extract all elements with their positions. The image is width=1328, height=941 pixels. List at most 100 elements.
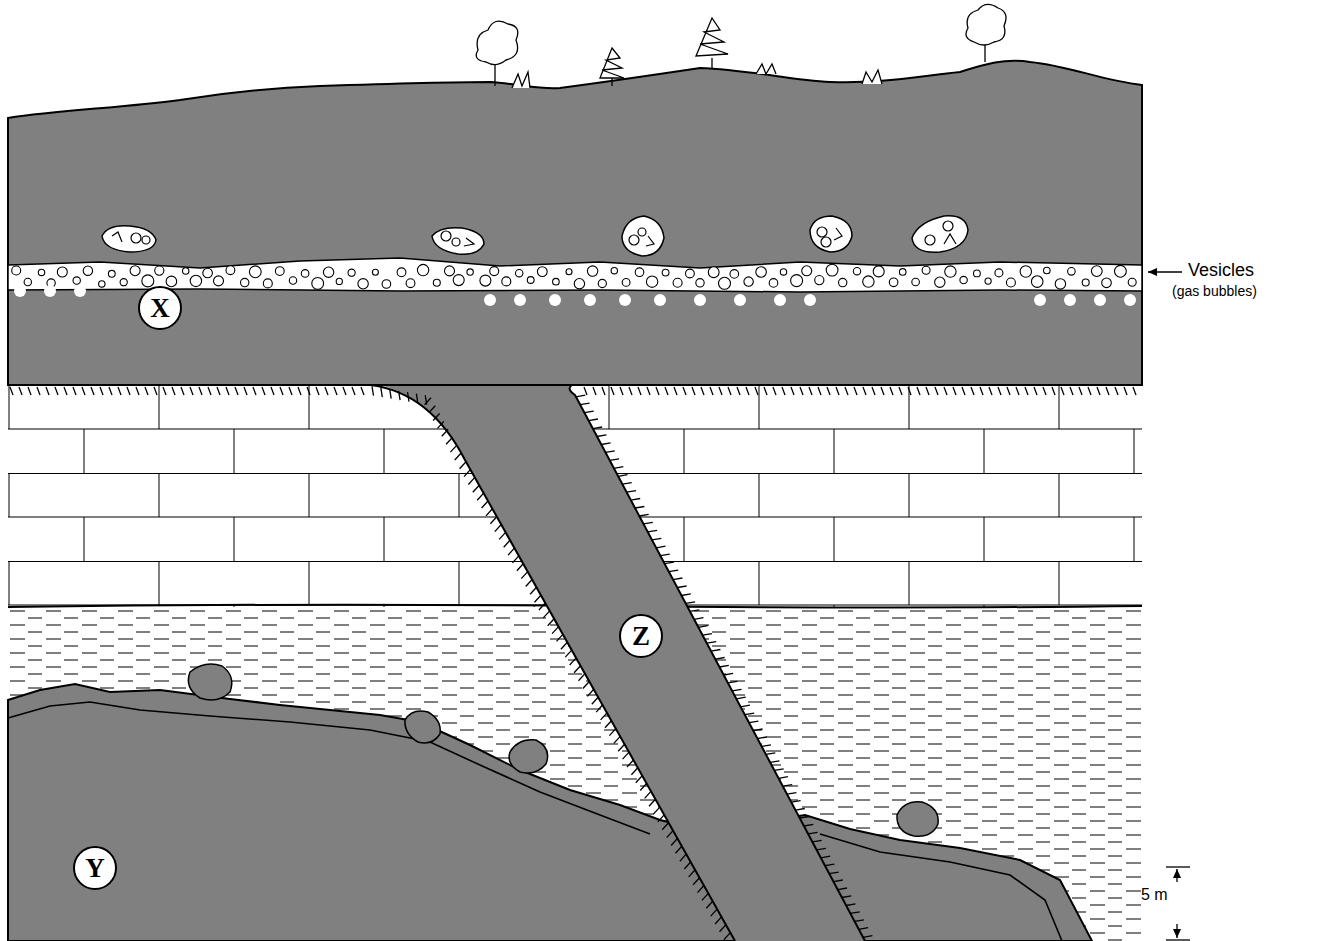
hatch-tick — [343, 387, 346, 395]
hatch-tick — [1097, 387, 1100, 395]
hatch-tick — [728, 387, 731, 395]
vesicle — [166, 276, 177, 287]
vesicle — [73, 277, 80, 284]
hatch-tick — [495, 525, 501, 532]
hatch-tick — [649, 799, 655, 806]
hatch-tick — [779, 777, 788, 779]
hatch-tick — [728, 681, 737, 683]
hatch-tick — [971, 387, 974, 395]
hatch-tick — [64, 387, 67, 395]
hatch-tick — [683, 387, 686, 395]
hatch-tick — [455, 453, 462, 460]
hatch-tick — [574, 666, 580, 673]
hatch-tick — [660, 554, 669, 556]
hatch-tick — [486, 509, 492, 516]
xenolith — [188, 664, 231, 700]
vesicle — [142, 275, 154, 287]
hatch-tick — [796, 809, 805, 811]
vesicle — [348, 269, 355, 276]
hatch-tick — [597, 435, 606, 437]
hatch-tick — [46, 387, 49, 395]
vesicle — [336, 278, 342, 284]
vesicle — [38, 269, 44, 275]
hatch-tick — [548, 619, 554, 626]
vesicle — [619, 294, 631, 306]
vesicle — [769, 279, 778, 288]
hatch-tick — [127, 387, 130, 395]
hatch-tick — [838, 888, 847, 890]
hatch-tick — [73, 387, 76, 395]
hatch-tick — [450, 445, 457, 452]
hatch-tick — [684, 862, 690, 869]
vesicle — [537, 267, 547, 277]
hatch-tick — [1070, 387, 1073, 395]
hatch-tick — [1133, 387, 1136, 395]
vesicle — [696, 279, 704, 287]
hatch-tick — [593, 427, 602, 429]
hatch-tick — [1034, 387, 1037, 395]
hatch-tick — [890, 387, 893, 395]
hatch-tick — [690, 610, 699, 612]
hatch-tick — [689, 870, 695, 877]
hatch-tick — [28, 387, 31, 395]
hatch-tick — [513, 556, 519, 563]
vesicle — [289, 277, 296, 284]
vesicle — [502, 277, 511, 286]
vesicle — [453, 275, 464, 286]
vesicular-zone — [8, 258, 1142, 292]
hatch-tick — [504, 540, 510, 547]
hatch-tick — [701, 387, 704, 395]
hatch-tick — [631, 768, 637, 775]
vesicle — [1124, 294, 1136, 306]
hatch-tick — [1016, 387, 1019, 395]
vegetation — [476, 4, 1006, 88]
vesicle — [445, 266, 455, 276]
vesicle — [985, 278, 991, 284]
hatch-tick — [610, 459, 619, 461]
hatch-tick — [662, 823, 668, 830]
hatch-tick — [570, 658, 576, 665]
hatch-tick — [622, 483, 631, 485]
hatch-tick — [736, 697, 745, 699]
hatch-tick — [758, 737, 767, 739]
vesicle — [203, 268, 213, 278]
hatch-tick — [627, 491, 636, 493]
hatch-tick — [408, 392, 410, 401]
hatch-tick — [854, 387, 857, 395]
hatch-tick — [190, 387, 193, 395]
hatch-tick — [677, 586, 686, 588]
hatch-tick — [755, 387, 758, 395]
vesicle — [249, 266, 261, 278]
hatch-tick — [635, 507, 644, 509]
vesicle — [108, 270, 115, 277]
hatch-tick — [640, 784, 646, 791]
hatch-tick — [592, 697, 598, 704]
hatch-tick — [55, 387, 58, 395]
vesicle — [358, 279, 368, 289]
hatch-tick — [618, 744, 624, 751]
vesicle — [584, 294, 596, 306]
vesicle — [514, 294, 526, 306]
dike-edge — [570, 385, 865, 941]
callout-label: Vesicles — [1188, 261, 1254, 281]
vesicle — [598, 279, 606, 287]
vesicle — [241, 278, 249, 286]
hatch-tick — [163, 387, 166, 395]
hatch-tick — [253, 387, 256, 395]
hatch-tick — [800, 387, 803, 395]
hatch-tick — [576, 395, 585, 397]
vesicle — [935, 277, 945, 287]
hatch-tick — [737, 387, 740, 395]
vesicle — [694, 294, 706, 306]
vesicle — [467, 269, 473, 275]
hatch-tick — [552, 627, 558, 634]
hatch-tick — [477, 493, 483, 500]
hatch-tick — [694, 618, 703, 620]
vesicle — [744, 277, 753, 286]
hatch-tick — [589, 419, 598, 421]
hatch-tick — [605, 721, 611, 728]
hatch-tick — [468, 477, 474, 484]
hatch-tick — [665, 562, 674, 564]
hatch-tick — [732, 689, 741, 691]
